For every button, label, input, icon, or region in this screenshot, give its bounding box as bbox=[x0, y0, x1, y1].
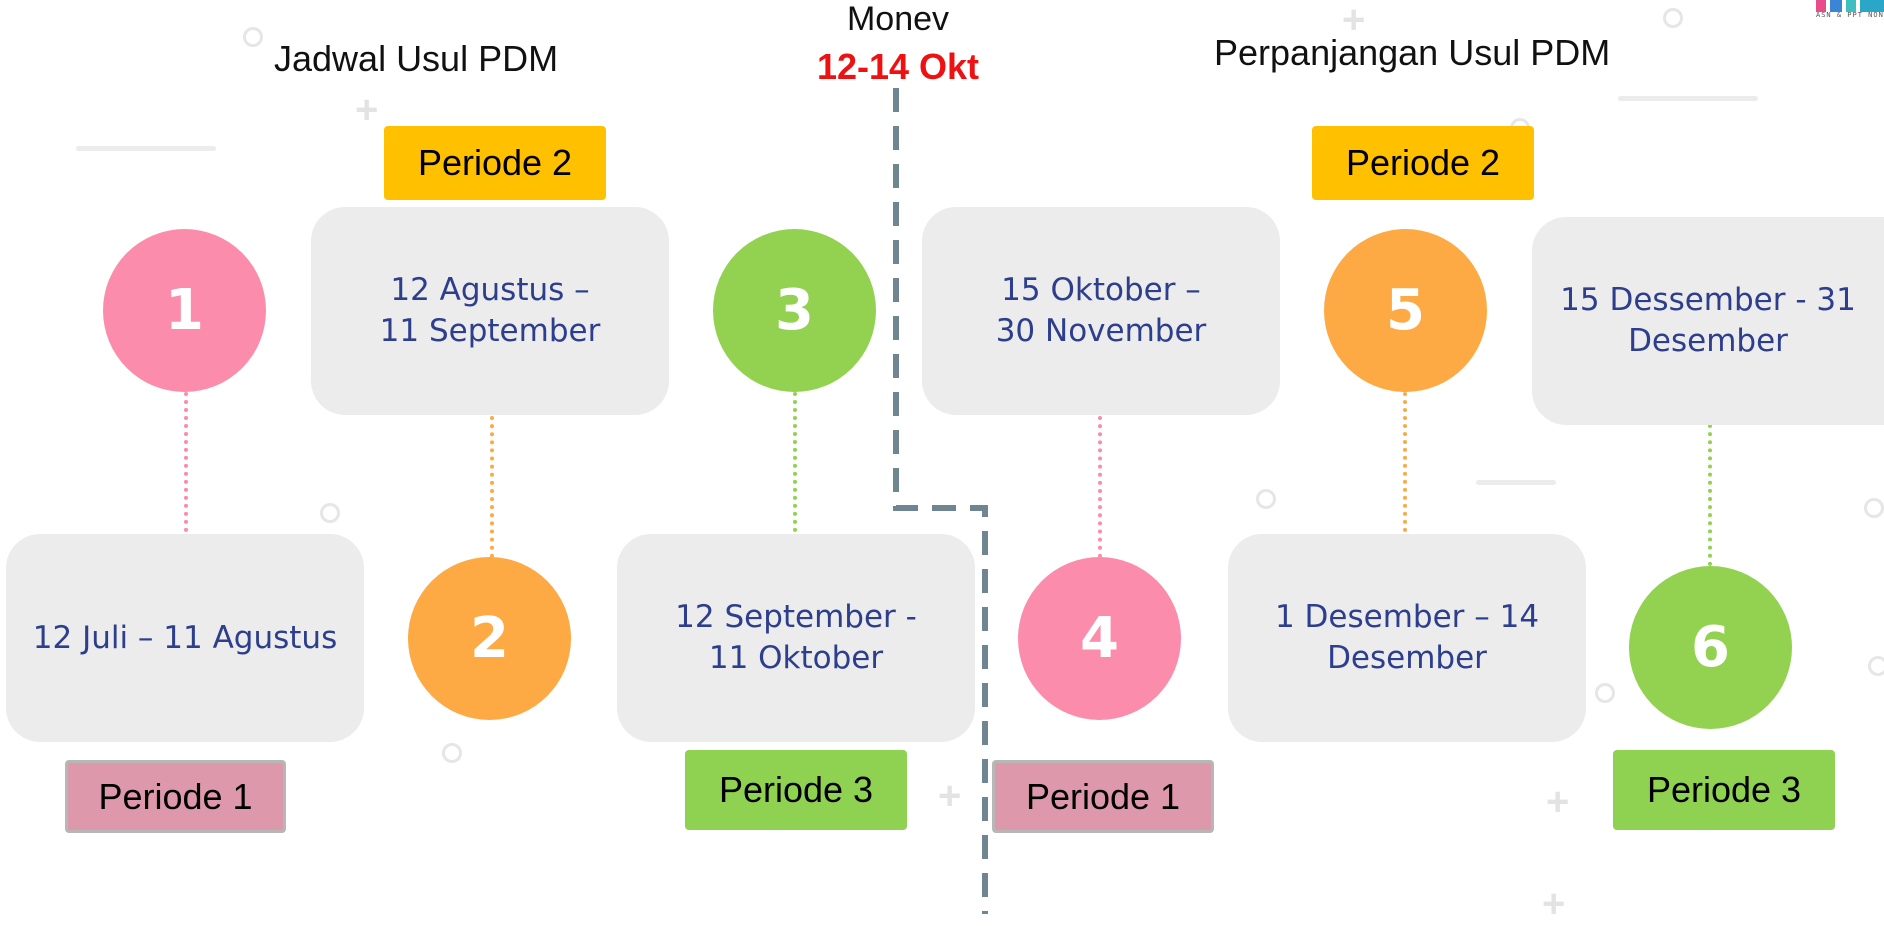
date-box-5: 1 Desember – 14 Desember bbox=[1228, 534, 1586, 742]
connector-1 bbox=[184, 392, 188, 532]
decor-circle-icon bbox=[442, 743, 462, 763]
period-tag-2: Periode 2 bbox=[384, 126, 606, 200]
monev-date: 12-14 Okt bbox=[816, 46, 980, 87]
decor-circle-icon bbox=[1864, 498, 1884, 518]
decor-line bbox=[1618, 96, 1758, 101]
decor-circle-icon bbox=[243, 27, 263, 47]
plus-icon: + bbox=[1342, 0, 1366, 42]
period-tag-6: Periode 3 bbox=[1613, 750, 1835, 830]
heading-jadwal: Jadwal Usul PDM bbox=[274, 38, 559, 79]
connector-4 bbox=[1098, 416, 1102, 558]
plus-icon: + bbox=[938, 774, 962, 818]
period-tag-5: Periode 2 bbox=[1312, 126, 1534, 200]
step-circle-3: 3 bbox=[713, 229, 876, 392]
decor-circle-icon bbox=[1595, 683, 1615, 703]
date-box-3: 12 September - 11 Oktober bbox=[617, 534, 975, 742]
connector-2 bbox=[490, 416, 494, 558]
logo: ASN & PPT NON bbox=[1796, 0, 1884, 22]
date-box-2: 12 Agustus – 11 September bbox=[311, 207, 669, 415]
period-tag-3: Periode 3 bbox=[685, 750, 907, 830]
date-box-4: 15 Oktober – 30 November bbox=[922, 207, 1280, 415]
decor-line bbox=[1476, 480, 1556, 485]
date-box-1: 12 Juli – 11 Agustus bbox=[6, 534, 364, 742]
heading-perpanjangan: Perpanjangan Usul PDM bbox=[1214, 32, 1611, 73]
decor-circle-icon bbox=[1868, 656, 1884, 676]
date-box-6: 15 Dessember - 31 Desember bbox=[1532, 217, 1884, 425]
step-circle-1: 1 bbox=[103, 229, 266, 392]
step-circle-4: 4 bbox=[1018, 557, 1181, 720]
period-tag-1: Periode 1 bbox=[65, 760, 286, 833]
connector-3 bbox=[793, 392, 797, 532]
connector-6 bbox=[1708, 424, 1712, 566]
connector-5 bbox=[1403, 392, 1407, 532]
step-circle-6: 6 bbox=[1629, 566, 1792, 729]
period-tag-4: Periode 1 bbox=[992, 760, 1214, 833]
plus-icon: + bbox=[355, 88, 379, 132]
decor-circle-icon bbox=[320, 503, 340, 523]
plus-icon: + bbox=[1546, 780, 1570, 824]
monev-title: Monev bbox=[846, 0, 950, 38]
decor-circle-icon bbox=[1663, 8, 1683, 28]
decor-circle-icon bbox=[1256, 489, 1276, 509]
step-circle-5: 5 bbox=[1324, 229, 1487, 392]
logo-caption: ASN & PPT NON bbox=[1816, 11, 1884, 19]
step-circle-2: 2 bbox=[408, 557, 571, 720]
decor-line bbox=[76, 146, 216, 151]
